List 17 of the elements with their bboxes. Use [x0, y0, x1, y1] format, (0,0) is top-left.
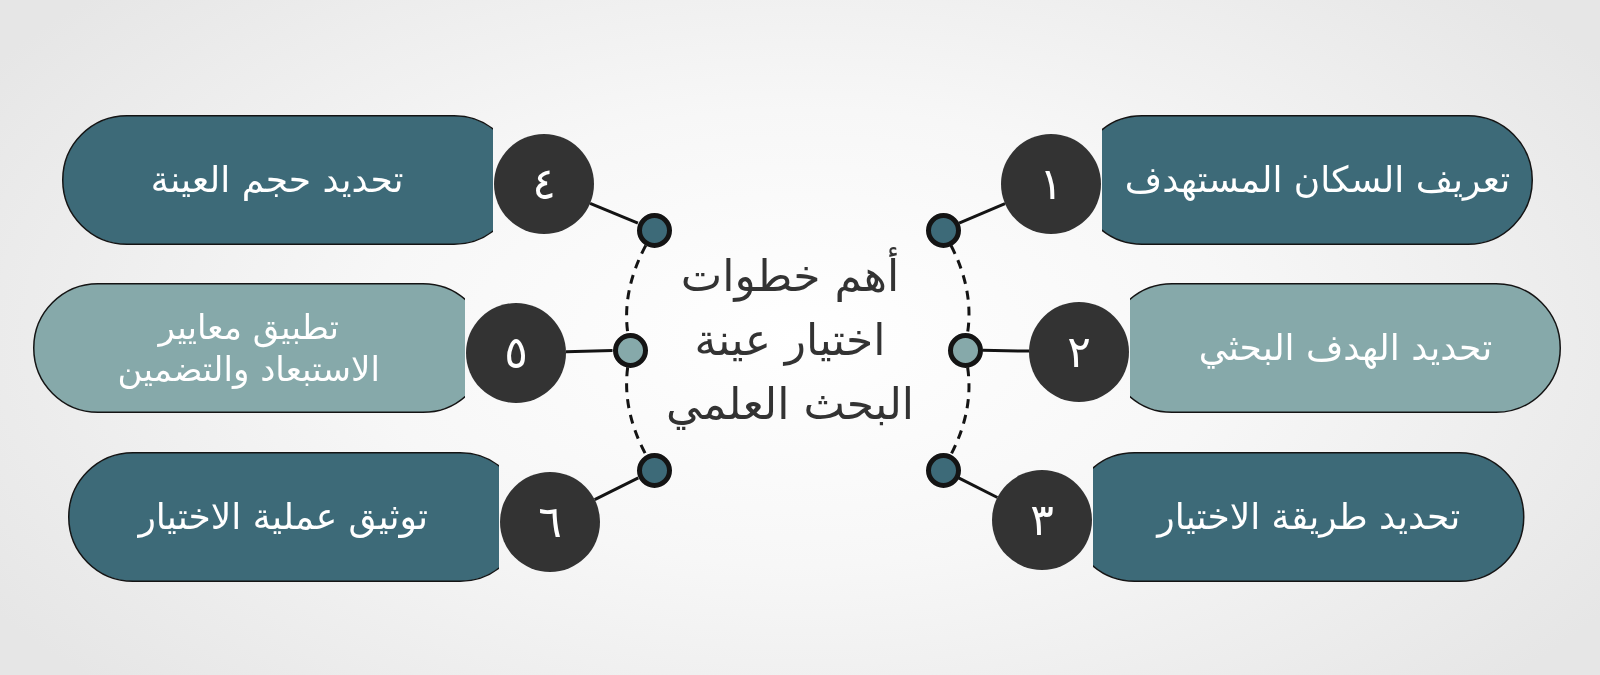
dashed-line — [949, 367, 971, 456]
dashed-line — [625, 367, 648, 456]
connector-line — [982, 348, 1030, 353]
dashed-line — [949, 244, 971, 333]
step-pill: تحديد طريقة الاختيار — [1093, 452, 1525, 582]
connector-line — [957, 476, 999, 499]
step-pill: تعريف السكان المستهدف — [1102, 115, 1533, 245]
dashed-line — [625, 244, 648, 333]
step-pill: تحديد الهدف البحثي — [1130, 283, 1561, 413]
connector-line — [565, 349, 613, 354]
connector-line — [594, 476, 639, 501]
connector-line — [589, 201, 639, 225]
title: أهم خطوات اختيار عينة البحث العلمي — [664, 244, 916, 436]
connector-line — [958, 202, 1006, 225]
step-pill: تحديد حجم العينة — [61, 115, 493, 245]
step-pill: توثيق عملية الاختيار — [67, 452, 499, 582]
step-pill: تطبيق معايير الاستبعاد والتضمين — [32, 283, 465, 413]
